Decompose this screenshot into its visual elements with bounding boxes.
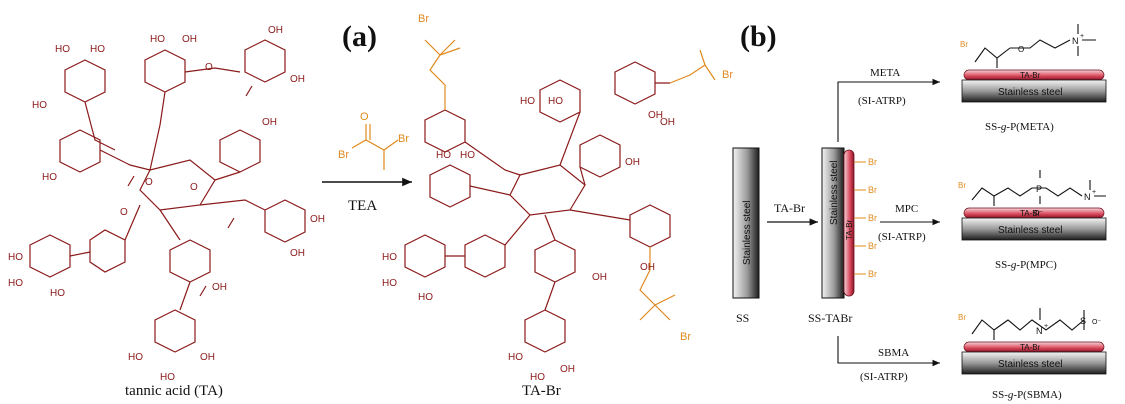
arrow-meta [837,78,940,142]
route-method-mpc: (SI-ATRP) [878,231,926,243]
svg-text:HO: HO [42,172,57,183]
svg-text:Br: Br [868,213,877,223]
svg-text:HO: HO [8,278,23,289]
svg-text:O: O [205,62,213,73]
svg-text:OH: OH [310,214,325,225]
arrow-sbma [837,336,940,367]
svg-text:+: + [1092,189,1096,196]
reagent-label: TEA [348,198,377,214]
product-mpc: TA-Br Stainless steel Br P O⁻ N + [958,170,1107,241]
route-monomer-mpc: MPC [895,203,918,215]
svg-text:Stainless steel: Stainless steel [998,87,1062,98]
svg-text:Br: Br [958,313,966,322]
svg-text:OH: OH [268,25,283,36]
svg-text:O⁻: O⁻ [1092,319,1101,326]
step1-label: TA-Br [774,201,805,215]
svg-text:Br: Br [418,13,429,25]
panel-label-b: (b) [740,20,777,53]
svg-text:OH: OH [262,117,277,128]
svg-text:Br: Br [958,181,966,190]
svg-text:HO: HO [32,100,47,111]
svg-text:HO: HO [90,44,105,55]
svg-text:HO: HO [436,150,451,161]
svg-text:HO: HO [382,252,397,263]
svg-text:TA-Br: TA-Br [1020,71,1041,80]
svg-text:OH: OH [212,282,227,293]
svg-text:S: S [1080,316,1086,326]
svg-text:OH: OH [640,262,655,273]
ss-tabr-plate: Stainless steel TA-Br Br Br Br Br Br [821,147,877,299]
bromoisobutyryl-bromide: O Br Br [338,111,409,170]
svg-text:Br: Br [398,133,409,145]
svg-text:Br: Br [868,185,877,195]
svg-text:OH: OH [592,272,607,283]
svg-text:OH: OH [182,34,197,45]
svg-text:Stainless steel: Stainless steel [998,359,1062,370]
svg-text:Br: Br [960,40,968,49]
svg-text:N: N [1084,192,1091,202]
tannic-acid-structure: HO HO HO HO OH OH OH OH HO OH OH HO HO H… [8,25,325,383]
svg-text:Br: Br [868,269,877,279]
svg-text:O: O [120,207,128,218]
ss-label: SS [736,311,749,325]
svg-text:HO: HO [530,372,545,383]
svg-text:Br: Br [868,157,877,167]
svg-text:HO: HO [548,96,563,107]
svg-text:Stainless steel: Stainless steel [998,225,1062,236]
svg-text:OH: OH [660,117,675,128]
ss-plate: Stainless steel [732,147,760,299]
svg-text:+: + [1044,323,1048,330]
svg-text:Br: Br [680,331,691,343]
svg-text:P: P [1036,184,1042,194]
svg-text:TA-Br: TA-Br [1020,343,1041,352]
product-sbma-label: SS-g-P(SBMA) [992,389,1062,401]
svg-text:O: O [1018,45,1024,54]
svg-text:+: + [1080,33,1084,40]
product-meta-label: SS-g-P(META) [985,121,1054,133]
svg-text:Stainless steel: Stainless steel [829,161,840,225]
panel-label-a: (a) [342,20,377,53]
svg-text:HO: HO [160,372,175,383]
svg-text:N: N [1072,36,1079,46]
svg-text:Br: Br [868,241,877,251]
svg-text:Stainless steel: Stainless steel [742,201,753,265]
svg-text:HO: HO [460,150,475,161]
svg-text:HO: HO [50,288,65,299]
product-mpc-label: SS-g-P(MPC) [995,259,1057,271]
route-monomer-meta: META [870,67,900,79]
svg-text:OH: OH [200,352,215,363]
svg-text:OH: OH [290,74,305,85]
svg-text:HO: HO [150,34,165,45]
product-label: TA-Br [522,383,561,399]
svg-text:OH: OH [290,248,305,259]
svg-text:O: O [360,111,369,123]
svg-text:OH: OH [625,157,640,168]
svg-text:HO: HO [55,44,70,55]
svg-text:HO: HO [508,352,523,363]
svg-text:O: O [190,182,198,193]
svg-text:N: N [1036,326,1043,336]
route-monomer-sbma: SBMA [878,347,909,359]
svg-text:HO: HO [8,252,23,263]
svg-text:HO: HO [418,292,433,303]
svg-text:HO: HO [520,96,535,107]
route-method-meta: (SI-ATRP) [858,95,906,107]
ta-br-structure: Br Br Br HO HO HO HO OH OH OH HO HO HO O… [382,13,733,383]
svg-text:O: O [145,177,153,188]
reactant-label: tannic acid (TA) [125,383,223,399]
svg-text:OH: OH [560,364,575,375]
svg-text:OH: OH [648,110,663,121]
svg-text:O⁻: O⁻ [1034,210,1043,217]
svg-text:TA-Br: TA-Br [1020,209,1041,218]
sstabr-label: SS-TABr [808,311,852,325]
svg-text:HO: HO [128,352,143,363]
svg-text:Br: Br [722,69,733,81]
route-method-sbma: (SI-ATRP) [860,371,908,383]
svg-text:TA-Br: TA-Br [845,219,854,240]
svg-text:HO: HO [382,278,397,289]
product-sbma: TA-Br Stainless steel Br N + S O⁻ [958,308,1107,375]
product-meta: TA-Br Stainless steel Br O N + [960,24,1107,103]
svg-text:Br: Br [338,149,349,161]
